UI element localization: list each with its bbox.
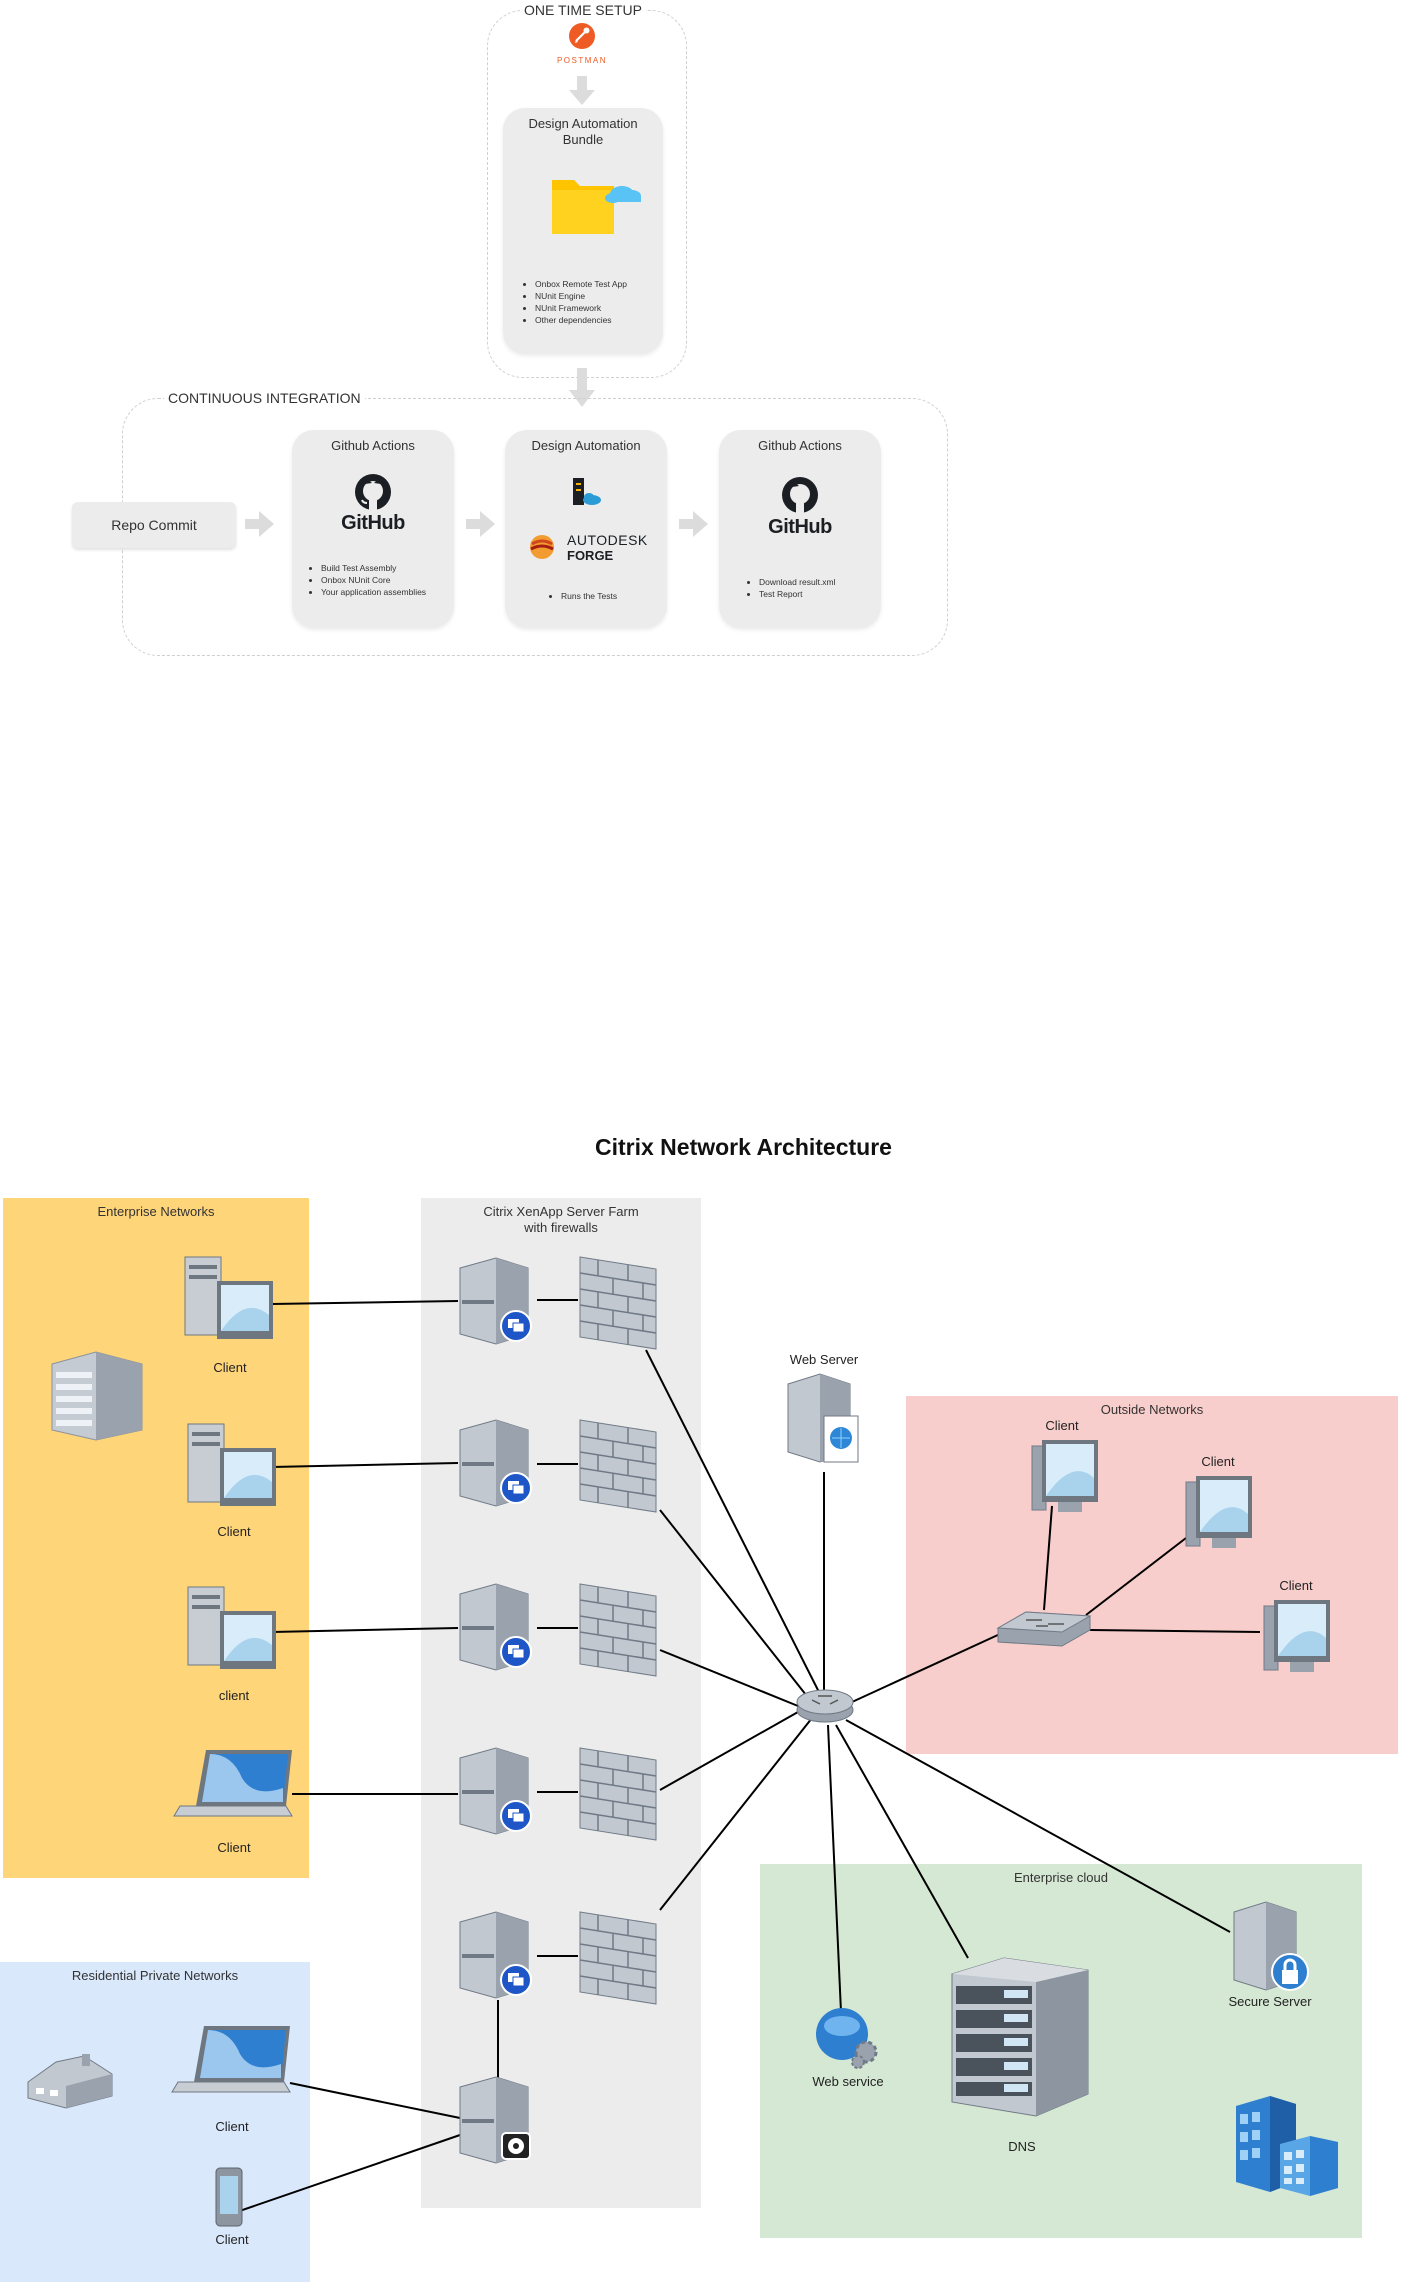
zone-label: Enterprise cloud <box>1014 1870 1108 1885</box>
client-label: Client <box>217 1840 251 1855</box>
list-item: Build Test Assembly <box>321 562 426 574</box>
secure-server-label: Secure Server <box>1228 1994 1312 2009</box>
zone-label: Enterprise Networks <box>97 1204 215 1219</box>
github-actions-report-card: Github Actions GitHub Download result.xm… <box>719 430 881 628</box>
card-list: Build Test Assembly Onbox NUnit Core You… <box>305 562 426 598</box>
client-label: Client <box>1045 1418 1079 1433</box>
arrow-right-icon <box>466 511 495 537</box>
card-list: Runs the Tests <box>545 590 617 602</box>
web-server-label: Web Server <box>789 1352 859 1367</box>
web-service-label: Web service <box>812 2074 884 2089</box>
repo-commit-box: Repo Commit <box>72 502 236 548</box>
card-list: Download result.xml Test Report <box>743 576 836 600</box>
list-item: Test Report <box>759 588 836 600</box>
github-actions-build-card: Github Actions GitHub Build Test Assembl… <box>292 430 454 628</box>
laptop-icon <box>171 2026 291 2093</box>
card-title: Design Automation <box>531 438 641 453</box>
github-logo-icon <box>782 477 818 513</box>
bundle-card: Design Automation Bundle Onbox Remote Te… <box>503 108 663 354</box>
firewall-icon <box>579 1256 657 1350</box>
list-item: Download result.xml <box>759 576 836 588</box>
firewall-icon <box>579 1747 657 1841</box>
laptop-icon <box>173 1750 293 1817</box>
arrow-right-icon <box>679 511 708 537</box>
secure-server-icon <box>1233 1901 1309 1991</box>
zone-label: Residential Private Networks <box>71 1968 239 1983</box>
network-diagram-title: Citrix Network Architecture <box>595 1134 892 1160</box>
github-wordmark: GitHub <box>768 516 832 538</box>
zone-label: Citrix XenApp Server Farm with firewalls <box>483 1204 639 1235</box>
continuous-integration-label: CONTINUOUS INTEGRATION <box>164 390 365 406</box>
firewall-icon <box>579 1583 657 1677</box>
client-label: Client <box>215 2119 249 2134</box>
arrow-down-icon <box>569 76 595 105</box>
workstation-icon <box>184 1256 273 1339</box>
list-item: NUnit Engine <box>535 290 627 302</box>
gateway-server-icon <box>459 2076 531 2164</box>
card-title: Github Actions <box>331 438 415 453</box>
dns-rack-icon <box>951 1957 1089 2117</box>
office-building-icon <box>51 1351 143 1441</box>
web-server-icon <box>787 1373 859 1463</box>
github-wordmark: GitHub <box>341 512 405 534</box>
zone-residential-networks: Residential Private Networks <box>0 1962 310 2282</box>
firewall-icon <box>579 1419 657 1513</box>
monitor-client-icon <box>1263 1600 1330 1672</box>
client-label: Client <box>213 1360 247 1375</box>
list-item: Onbox Remote Test App <box>535 278 627 290</box>
forge-wordmark-line2: FORGE <box>567 548 614 563</box>
firewall-icon <box>579 1911 657 2005</box>
postman-logo-text: POSTMAN <box>556 56 608 65</box>
house-icon <box>27 2054 113 2109</box>
monitor-client-icon <box>1031 1440 1098 1512</box>
design-automation-icon <box>573 478 601 505</box>
list-item: Onbox NUnit Core <box>321 574 426 586</box>
client-label: client <box>218 1688 250 1703</box>
folder-cloud-icon <box>552 180 641 234</box>
workstation-icon <box>187 1423 276 1506</box>
arrow-down-icon <box>569 368 595 407</box>
list-item: Your application assemblies <box>321 586 426 598</box>
citrix-server-icon <box>459 1583 532 1671</box>
zone-server-farm: Citrix XenApp Server Farm with firewalls <box>421 1198 701 2208</box>
card-title: Github Actions <box>758 438 842 453</box>
citrix-server-icon <box>459 1747 532 1835</box>
client-label: Client <box>1201 1454 1235 1469</box>
github-logo-icon <box>355 474 391 510</box>
autodesk-forge-logo-icon <box>530 535 554 559</box>
client-label: Client <box>1279 1578 1313 1593</box>
smartphone-icon <box>215 2167 243 2227</box>
office-buildings-icon <box>1236 2096 1338 2196</box>
design-automation-card: Design Automation AUTODESK FORGE Runs th… <box>505 430 667 628</box>
bundle-card-title: Design Automation Bundle <box>528 116 638 147</box>
citrix-server-icon <box>459 1911 532 1999</box>
network-switch-icon <box>996 1611 1092 1647</box>
list-item: Runs the Tests <box>561 590 617 602</box>
list-item: NUnit Framework <box>535 302 627 314</box>
bundle-card-list: Onbox Remote Test App NUnit Engine NUnit… <box>519 278 627 326</box>
zone-label: Outside Networks <box>1100 1402 1204 1417</box>
forge-wordmark-line1: AUTODESK <box>567 532 648 548</box>
web-service-icon <box>816 2008 878 2069</box>
citrix-server-icon <box>459 1419 532 1507</box>
zone-outside-networks: Outside Networks <box>906 1396 1398 1754</box>
one-time-setup-label: ONE TIME SETUP <box>520 2 646 18</box>
list-item: Other dependencies <box>535 314 627 326</box>
arrow-right-icon <box>245 511 274 537</box>
monitor-client-icon <box>1185 1476 1252 1548</box>
dns-label: DNS <box>1008 2139 1036 2154</box>
client-label: Client <box>215 2232 249 2247</box>
citrix-server-icon <box>459 1257 532 1345</box>
workstation-icon <box>187 1586 276 1669</box>
router-icon <box>796 1689 854 1723</box>
client-label: Client <box>217 1524 251 1539</box>
postman-logo-icon <box>569 23 595 49</box>
